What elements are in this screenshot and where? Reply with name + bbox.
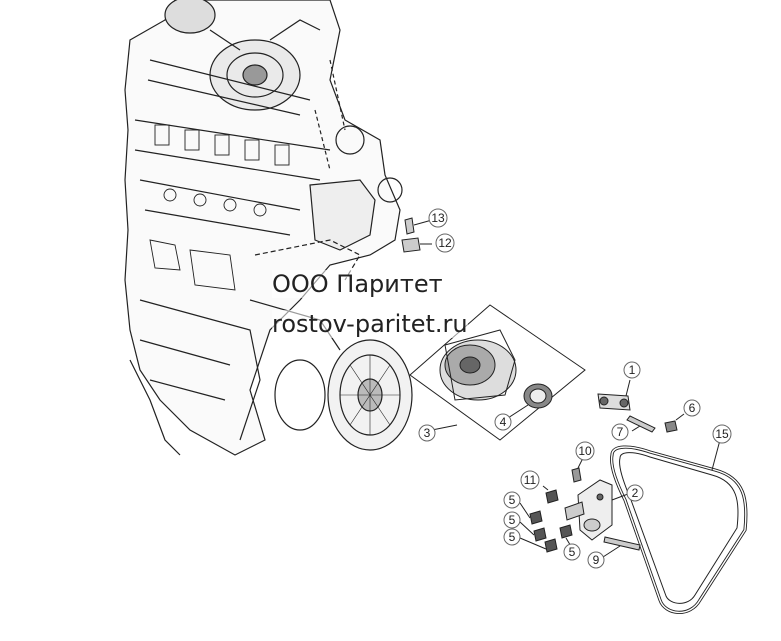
callout-5a [503, 491, 521, 509]
nut-6 [664, 413, 685, 433]
pulley-4 [523, 383, 553, 409]
bolts-5 [519, 502, 573, 553]
bracket-2 [577, 479, 629, 541]
callout-11 [520, 470, 540, 490]
callout-1 [623, 361, 641, 379]
callout-label-5c: 5 [509, 530, 516, 544]
alternator-assembly [409, 304, 586, 441]
stud-10 [571, 457, 584, 483]
bolt-11 [542, 485, 559, 504]
callout-label-5b: 5 [509, 513, 516, 527]
callout-5c [503, 528, 521, 546]
callout-5b [503, 511, 521, 529]
callout-label-10: 10 [578, 444, 592, 458]
bolt-9 [602, 536, 641, 558]
callout-10 [575, 441, 595, 461]
callout-7 [611, 423, 629, 441]
bolt-7 [626, 415, 656, 433]
washer-12 [401, 237, 432, 253]
callout-4 [494, 413, 512, 431]
engine-assembly [124, 0, 413, 456]
callout-label-2: 2 [632, 486, 639, 500]
callout-6 [683, 399, 701, 417]
callout-label-13: 13 [431, 211, 445, 225]
callout-label-3: 3 [424, 426, 431, 440]
callout-label-9: 9 [593, 553, 600, 567]
callout-13 [428, 208, 448, 228]
spacer [564, 501, 585, 521]
callout-label-7: 7 [617, 425, 624, 439]
link-arm-1 [597, 379, 631, 411]
drive-belt-15 [609, 439, 748, 614]
callout-label-6: 6 [689, 401, 696, 415]
callout-label-12: 12 [438, 236, 452, 250]
callout-label-15: 15 [715, 427, 729, 441]
callout-label-4: 4 [500, 415, 507, 429]
callout-12 [435, 233, 455, 253]
watermark-company: ООО Паритет [272, 270, 443, 298]
callout-label-11: 11 [524, 473, 537, 487]
callout-2 [626, 484, 644, 502]
callout-3 [418, 424, 436, 442]
callout-9 [587, 551, 605, 569]
watermark-site: rostov-paritet.ru [272, 310, 468, 338]
callout-label-5a: 5 [509, 493, 516, 507]
callout-5d [563, 543, 581, 561]
callouts [418, 208, 732, 569]
callout-label-1: 1 [629, 363, 636, 377]
callout-15 [712, 424, 732, 444]
callout-label-5d: 5 [569, 545, 576, 559]
